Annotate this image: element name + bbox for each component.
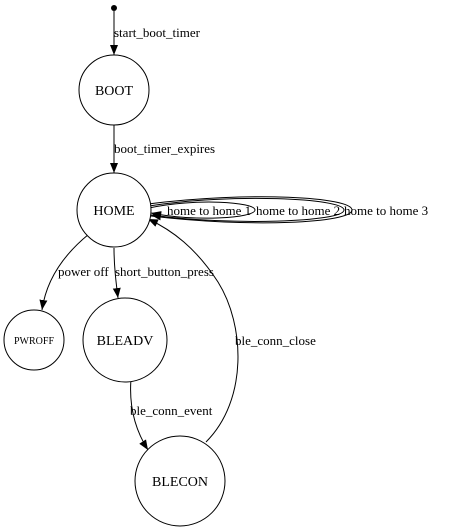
transition-boot-to-home-label: boot_timer_expires — [114, 141, 215, 156]
transition-home-to-pwroff: power off — [39, 233, 109, 311]
transition-home-to-bleadv: short_button_press — [112, 247, 214, 299]
transition-blecon-to-home-line — [147, 218, 239, 443]
transition-home-to-bleadv-line — [112, 247, 121, 299]
state-boot-label: BOOT — [95, 84, 134, 99]
state-blecon-label: BLECON — [152, 475, 208, 490]
transition-home-self-2-loop — [148, 197, 345, 222]
transition-home-to-pwroff-label: power off — [58, 264, 109, 279]
state-blecon: BLECON — [134, 435, 226, 527]
state-bleadv-circle — [82, 297, 168, 383]
state-pwroff-label: PWROFF — [14, 336, 54, 347]
transition-home-self-3-loop — [147, 196, 353, 224]
state-boot-circle — [78, 54, 150, 126]
state-home-label: HOME — [93, 204, 134, 219]
state-bleadv: BLEADV — [82, 297, 168, 383]
transition-boot-to-home: boot_timer_expires — [110, 125, 215, 173]
transition-home-self-3-label: home to home 3 — [344, 203, 428, 218]
state-pwroff-circle — [3, 309, 65, 371]
state-boot: BOOT — [78, 54, 150, 126]
initial-state-dot — [111, 5, 117, 11]
transition-home-to-pwroff-line — [39, 233, 90, 311]
transition-home-self-1-loop — [148, 201, 256, 219]
transition-bleadv-to-blecon-line — [130, 378, 149, 451]
transition-home-self-loops: home to home 1 home to home 2 home to ho… — [147, 196, 428, 224]
state-bleadv-label: BLEADV — [97, 334, 154, 349]
state-home: HOME — [76, 172, 152, 248]
transition-home-self-1-label: home to home 1 — [167, 203, 251, 218]
transition-blecon-to-home: ble_conn_close — [147, 218, 316, 443]
transition-blecon-to-home-label: ble_conn_close — [235, 333, 316, 348]
state-pwroff: PWROFF — [3, 309, 65, 371]
state-home-circle — [76, 172, 152, 248]
transition-start-to-boot: start_boot_timer — [110, 11, 201, 55]
transition-bleadv-to-blecon: ble_conn_event — [130, 378, 213, 451]
transition-start-to-boot-label: start_boot_timer — [114, 25, 201, 40]
transition-home-self-2-label: home to home 2 — [256, 203, 340, 218]
transition-home-to-bleadv-label: short_button_press — [115, 264, 214, 279]
state-blecon-circle — [134, 435, 226, 527]
transition-bleadv-to-blecon-label: ble_conn_event — [130, 403, 213, 418]
